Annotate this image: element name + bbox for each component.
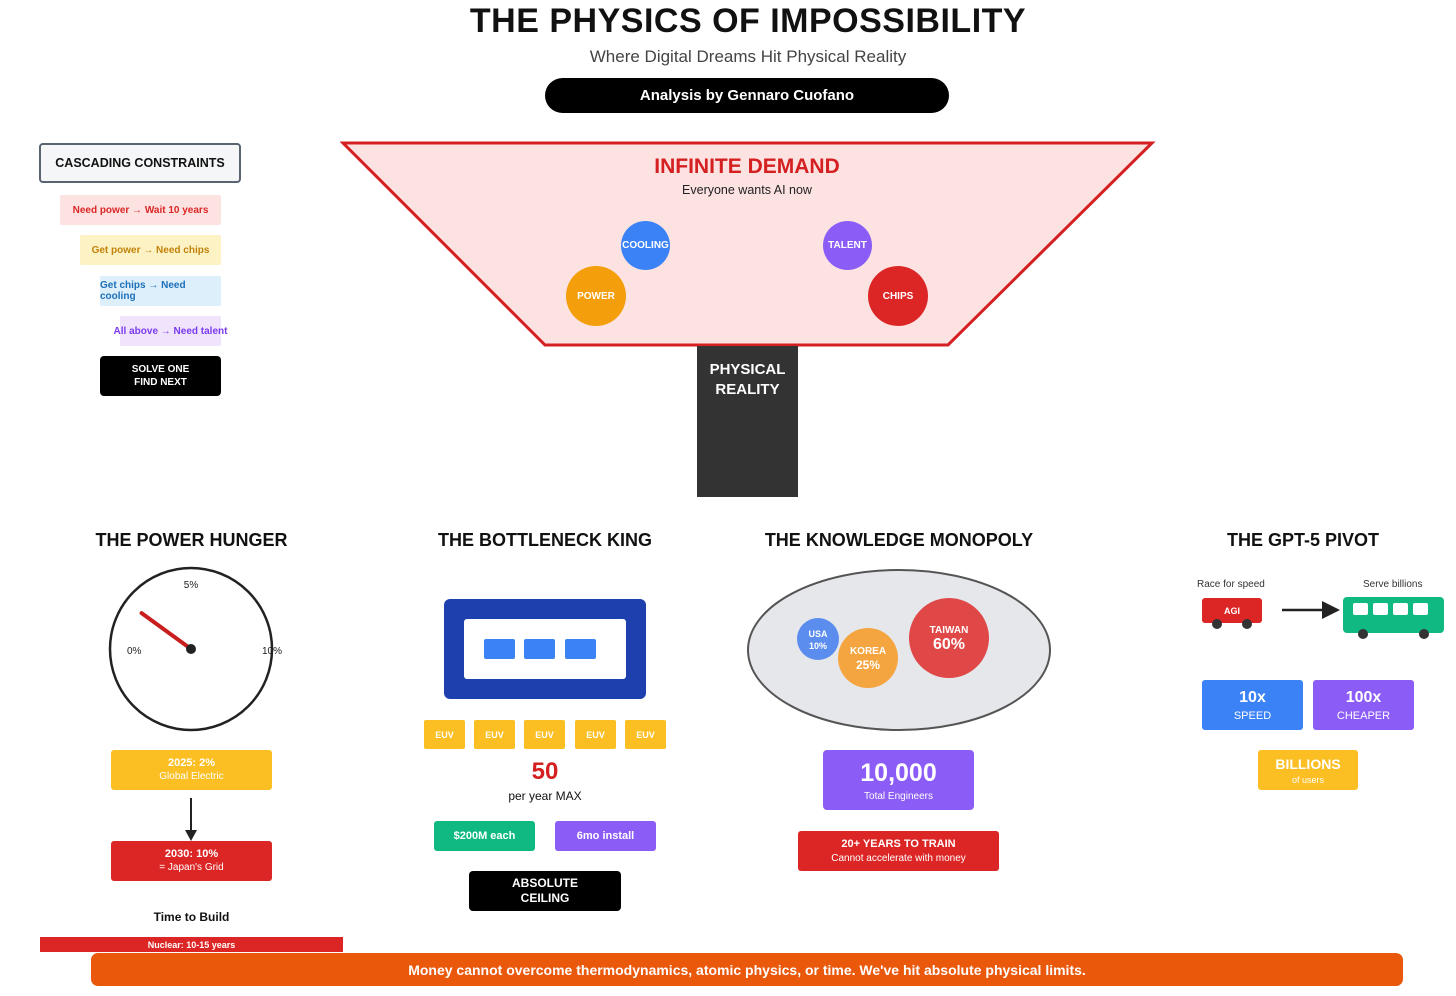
cascading-constraints-title: CASCADING CONSTRAINTS xyxy=(39,143,241,183)
cheaper-value: 100x xyxy=(1345,689,1382,706)
time-to-build-label: Time to Build xyxy=(153,910,230,924)
taiwan-share: 60% xyxy=(933,636,965,653)
demand-funnel xyxy=(340,141,1156,347)
euv-unit: EUV xyxy=(575,720,616,749)
solve-line-1: SOLVE ONE xyxy=(131,364,190,375)
power-2025-box: 2025: 2% Global Electric xyxy=(111,750,272,790)
korea-name: KOREA xyxy=(850,646,886,657)
author-badge: Analysis by Gennaro Cuofano xyxy=(545,78,949,113)
years-to-train-title: 20+ YEARS TO TRAIN xyxy=(841,838,956,850)
power-2030-box: 2030: 10% = Japan's Grid xyxy=(111,841,272,881)
bubble-cooling: COOLING xyxy=(621,221,670,270)
race-for-speed-label: Race for speed xyxy=(1197,579,1265,590)
page-title: THE PHYSICS OF IMPOSSIBILITY xyxy=(469,2,1027,40)
solve-line-2: FIND NEXT xyxy=(134,377,187,388)
agi-label: AGI xyxy=(1224,606,1240,616)
euv-install-badge: 6mo install xyxy=(555,821,656,851)
down-arrow-icon xyxy=(185,798,197,841)
power-gauge: 0% 5% 10% xyxy=(108,566,282,732)
euv-unit: EUV xyxy=(474,720,515,749)
korea-share: 25% xyxy=(856,658,880,672)
euv-machine-icon xyxy=(444,599,646,699)
euv-unit: EUV xyxy=(524,720,565,749)
constraint-step-cooling: Get chips → Need cooling xyxy=(100,276,221,306)
footer-banner: Money cannot overcome thermodynamics, at… xyxy=(91,953,1403,986)
constraint-step-talent: All above → Need talent xyxy=(114,316,227,346)
engineers-count: 10,000 xyxy=(860,758,937,787)
bus-icon xyxy=(1343,597,1444,639)
power-2025-label: Global Electric xyxy=(159,771,224,782)
knowledge-map: USA 10% KOREA 25% TAIWAN 60% xyxy=(747,569,1051,731)
years-to-train-note: Cannot accelerate with money xyxy=(831,853,966,864)
solve-one-find-next: SOLVE ONE FIND NEXT xyxy=(100,356,221,396)
infinite-demand-subtitle: Everyone wants AI now xyxy=(682,183,812,197)
gpt5-pivot-title: THE GPT-5 PIVOT xyxy=(1226,530,1380,550)
cheaper-label: CHEAPER xyxy=(1336,710,1391,722)
speed-label: SPEED xyxy=(1233,710,1272,722)
billions-value: BILLIONS xyxy=(1275,756,1341,772)
billions-stat: BILLIONS of users xyxy=(1258,750,1358,790)
page-subtitle: Where Digital Dreams Hit Physical Realit… xyxy=(589,47,907,66)
euv-unit: EUV xyxy=(625,720,666,749)
nuclear-bar: Nuclear: 10-15 years xyxy=(40,937,343,952)
serve-billions-label: Serve billions xyxy=(1363,579,1423,590)
gauge-min-label: 0% xyxy=(127,646,142,657)
billions-label: of users xyxy=(1291,775,1324,785)
power-2030-label: = Japan's Grid xyxy=(159,862,224,873)
bubble-chips: CHIPS xyxy=(868,266,928,326)
speed-value: 10x xyxy=(1239,689,1266,706)
ceiling-line-2: CEILING xyxy=(520,891,570,905)
reality-line-2: REALITY xyxy=(715,381,780,398)
pivot-vehicles: AGI xyxy=(1202,597,1444,639)
years-to-train-box: 20+ YEARS TO TRAIN Cannot accelerate wit… xyxy=(798,831,999,871)
euv-per-year-label: per year MAX xyxy=(508,789,582,803)
engineers-label: Total Engineers xyxy=(864,790,933,802)
euv-count: 50 xyxy=(531,758,559,785)
ceiling-line-1: ABSOLUTE xyxy=(512,876,578,890)
reality-line-1: PHYSICAL xyxy=(709,361,786,378)
usa-share: 10% xyxy=(809,641,827,651)
euv-unit: EUV xyxy=(424,720,465,749)
constraint-step-power: Need power → Wait 10 years xyxy=(60,195,221,225)
speed-stat: 10x SPEED xyxy=(1202,680,1303,730)
power-hunger-title: THE POWER HUNGER xyxy=(95,530,288,550)
infinite-demand-title: INFINITE DEMAND xyxy=(654,155,840,178)
euv-cost-badge: $200M each xyxy=(434,821,535,851)
bubble-talent: TALENT xyxy=(823,221,872,270)
usa-name: USA xyxy=(808,629,828,639)
bottleneck-king-title: THE BOTTLENECK KING xyxy=(438,530,652,550)
taiwan-name: TAIWAN xyxy=(930,625,969,636)
bubble-power: POWER xyxy=(566,266,626,326)
gauge-needle xyxy=(139,611,193,651)
knowledge-monopoly-title: THE KNOWLEDGE MONOPOLY xyxy=(764,530,1034,550)
gauge-hub xyxy=(186,644,196,654)
power-2030-value: 2030: 10% xyxy=(164,848,219,860)
cheaper-stat: 100x CHEAPER xyxy=(1313,680,1414,730)
right-arrow-icon xyxy=(1282,601,1340,619)
engineers-box: 10,000 Total Engineers xyxy=(823,750,974,810)
physical-reality-pillar: PHYSICAL REALITY xyxy=(697,346,798,497)
race-car-icon: AGI xyxy=(1202,598,1262,629)
gauge-mid-label: 5% xyxy=(184,580,199,591)
constraint-step-chips: Get power → Need chips xyxy=(80,235,221,265)
power-2025-value: 2025: 2% xyxy=(167,757,216,769)
gauge-max-label: 10% xyxy=(262,646,282,657)
